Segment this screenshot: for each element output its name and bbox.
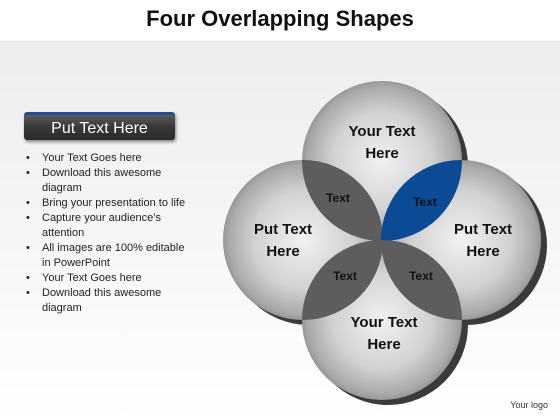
overlap-top-right-label: Text [413,195,437,209]
bullet-item: Your Text Goes here [24,151,194,166]
circle-left-line1: Put Text [254,221,312,238]
overlap-top-left-label: Text [326,191,350,205]
overlap-bottom-right-label: Text [409,269,433,283]
circle-bottom-line1: Your Text [351,314,418,331]
circle-bottom-line2: Here [367,336,400,353]
overlap-bottom-left-label: Text [333,269,357,283]
bullet-item: Download this awesome diagram [24,286,194,316]
bullet-item: Bring your presentation to life [24,196,194,211]
circle-top-line2: Here [365,145,398,162]
circle-top-line1: Your Text [349,123,416,140]
footer-logo: Your logo [510,400,548,410]
sidebar-header: Put Text Here [24,112,175,140]
circle-right-line2: Here [466,243,499,260]
bullet-item: All images are 100% editable in PowerPoi… [24,241,194,271]
bullet-item: Capture your audience’s attention [24,211,194,241]
bullet-item: Your Text Goes here [24,271,194,286]
overlap-bottom-left [302,240,383,320]
circle-right-line1: Put Text [454,221,512,238]
page-title: Four Overlapping Shapes [146,6,414,31]
circle-left-line2: Here [266,243,299,260]
bullet-list: Your Text Goes here Download this awesom… [24,151,194,316]
bullet-item: Download this awesome diagram [24,166,194,196]
overlap-bottom-right [381,240,462,320]
